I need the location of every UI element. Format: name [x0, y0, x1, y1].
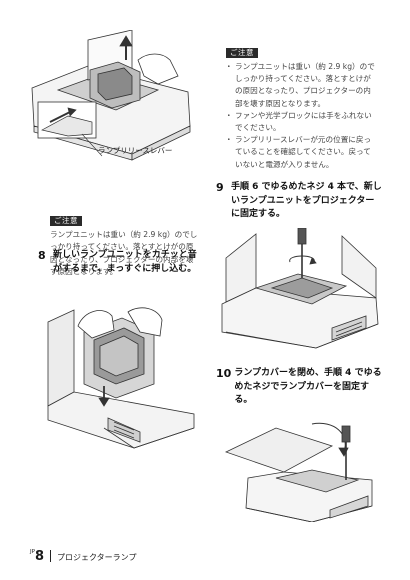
- figure-screw-fixing: [216, 228, 382, 350]
- section-title: プロジェクターランプ: [57, 553, 137, 562]
- caution-item: ランプユニットは重い（約 2.9 kg）のでしっかり持ってください。落とすとけが…: [225, 61, 376, 110]
- caution-text: ランプユニットは重い（約 2.9 kg）のでしっかり持ってください。落とすとけが…: [50, 230, 198, 277]
- figure-lamp-insertion: [44, 302, 200, 450]
- lamp-release-lever-callout: ランプリリースレバー: [98, 146, 173, 155]
- page-footer: JP 8 プロジェクターランプ: [30, 548, 136, 564]
- step-text: 新しいランプユニットをカチッと音がするまで、まっすぐに押し込む。: [53, 250, 197, 274]
- caution-item: ファンや光学ブロックには手をふれないでください。: [225, 110, 376, 134]
- figure-cover-closing: [222, 418, 382, 522]
- page-number: 8: [34, 549, 44, 564]
- step-number: 9: [216, 181, 224, 194]
- page-prefix: JP: [30, 549, 35, 555]
- step-10: 10 ランプカバーを閉め、手順 4 でゆるめたネジでランプカバーを固定する。: [216, 367, 382, 408]
- step-text: 手順 6 でゆるめたネジ 4 本で、新しいランプユニットをプロジェクターに固定す…: [231, 182, 382, 219]
- step-number: 10: [216, 367, 232, 380]
- caution-badge: ご注意: [226, 48, 258, 58]
- footer-divider: [50, 550, 51, 562]
- caution-block-right: ご注意 ランプユニットは重い（約 2.9 kg）のでしっかり持ってください。落と…: [225, 40, 376, 171]
- figure-lamp-removal: [28, 30, 198, 182]
- caution-item: ランプリリースレバーが元の位置に戻っていることを確認してください。戻っていないと…: [225, 134, 376, 171]
- step-9: 9 手順 6 でゆるめたネジ 4 本で、新しいランプユニットをプロジェクターに固…: [216, 181, 382, 222]
- step-text: ランプカバーを閉め、手順 4 でゆるめたネジでランプカバーを固定する。: [234, 368, 382, 405]
- caution-badge: ご注意: [50, 216, 82, 226]
- step-number: 8: [38, 249, 46, 262]
- caution-block-left: ご注意 ランプユニットは重い（約 2.9 kg）のでしっかり持ってください。落と…: [50, 208, 200, 279]
- caution-list: ランプユニットは重い（約 2.9 kg）のでしっかり持ってください。落とすとけが…: [225, 61, 376, 171]
- step-8: 8 新しいランプユニットをカチッと音がするまで、まっすぐに押し込む。: [38, 249, 198, 276]
